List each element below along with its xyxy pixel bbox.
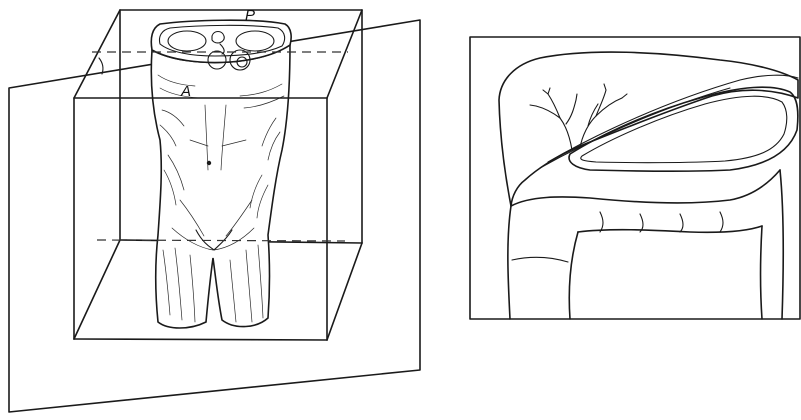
descending-colon (761, 226, 763, 319)
omentum-band (548, 75, 798, 162)
right-panel-frame (470, 37, 800, 319)
transverse-colon-lower (578, 226, 762, 232)
stomach-outline (569, 87, 798, 171)
liver-outline (499, 52, 798, 206)
ascending-colon-haustra (512, 257, 568, 262)
descending-colon-outer (780, 170, 783, 319)
angle-arc (99, 58, 103, 74)
ascending-colon (508, 206, 511, 319)
right-panel (470, 37, 800, 319)
transverse-colon-upper (511, 170, 780, 206)
left-panel: P A (9, 7, 420, 412)
torso-figure (151, 20, 291, 328)
navel-mark (207, 161, 211, 165)
label-anterior: A (180, 83, 191, 100)
ascending-colon-inner (569, 232, 578, 319)
label-posterior: P (245, 7, 255, 24)
